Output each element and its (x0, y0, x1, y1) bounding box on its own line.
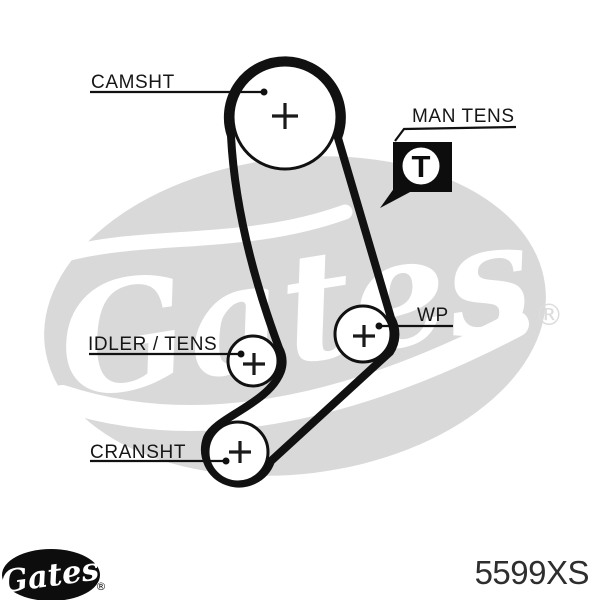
camshaft-leader-dot (260, 88, 268, 96)
water-pump-leader-dot (375, 322, 383, 330)
gates-logo-registered-icon: ® (96, 580, 107, 593)
idler-tensioner-label: IDLER / TENS (88, 334, 217, 355)
timing-belt-path (201, 56, 400, 488)
man-tens-leader-line (394, 125, 517, 142)
manual-tensioner-label: MAN TENS (412, 106, 515, 127)
gates-logo-ellipse (2, 549, 100, 600)
idler-plus-icon (243, 353, 265, 375)
camshaft-label: CAMSHT (91, 72, 175, 93)
tensioner-icon: T (380, 142, 452, 208)
crankshaft-plus-icon (229, 441, 251, 463)
part-number: 5599XS (475, 554, 589, 591)
crankshaft-label: CRANSHT (90, 442, 186, 463)
leader-lines (89, 88, 517, 465)
watermark-swoosh-lower (49, 311, 529, 431)
camshaft-plus-icon (272, 103, 298, 129)
tensioner-icon-letter: T (412, 149, 431, 184)
tensioner-icon-circle (402, 147, 440, 185)
watermark-registered-icon: ® (535, 298, 564, 332)
water-pump-label: WP (417, 305, 449, 326)
pulley-center-marks (229, 103, 375, 463)
component-labels: CAMSHT MAN TENS WP IDLER / TENS CRANSHT (88, 72, 515, 463)
idler-leader-dot (237, 350, 245, 358)
crankshaft-leader-dot (222, 457, 230, 465)
water-pump-plus-icon (353, 325, 375, 347)
tensioner-icon-tail (380, 187, 412, 208)
watermark-gates-logo: Gates ® (44, 156, 564, 476)
gates-logo: Gates ® (0, 549, 107, 600)
watermark-swoosh-upper (44, 204, 353, 266)
